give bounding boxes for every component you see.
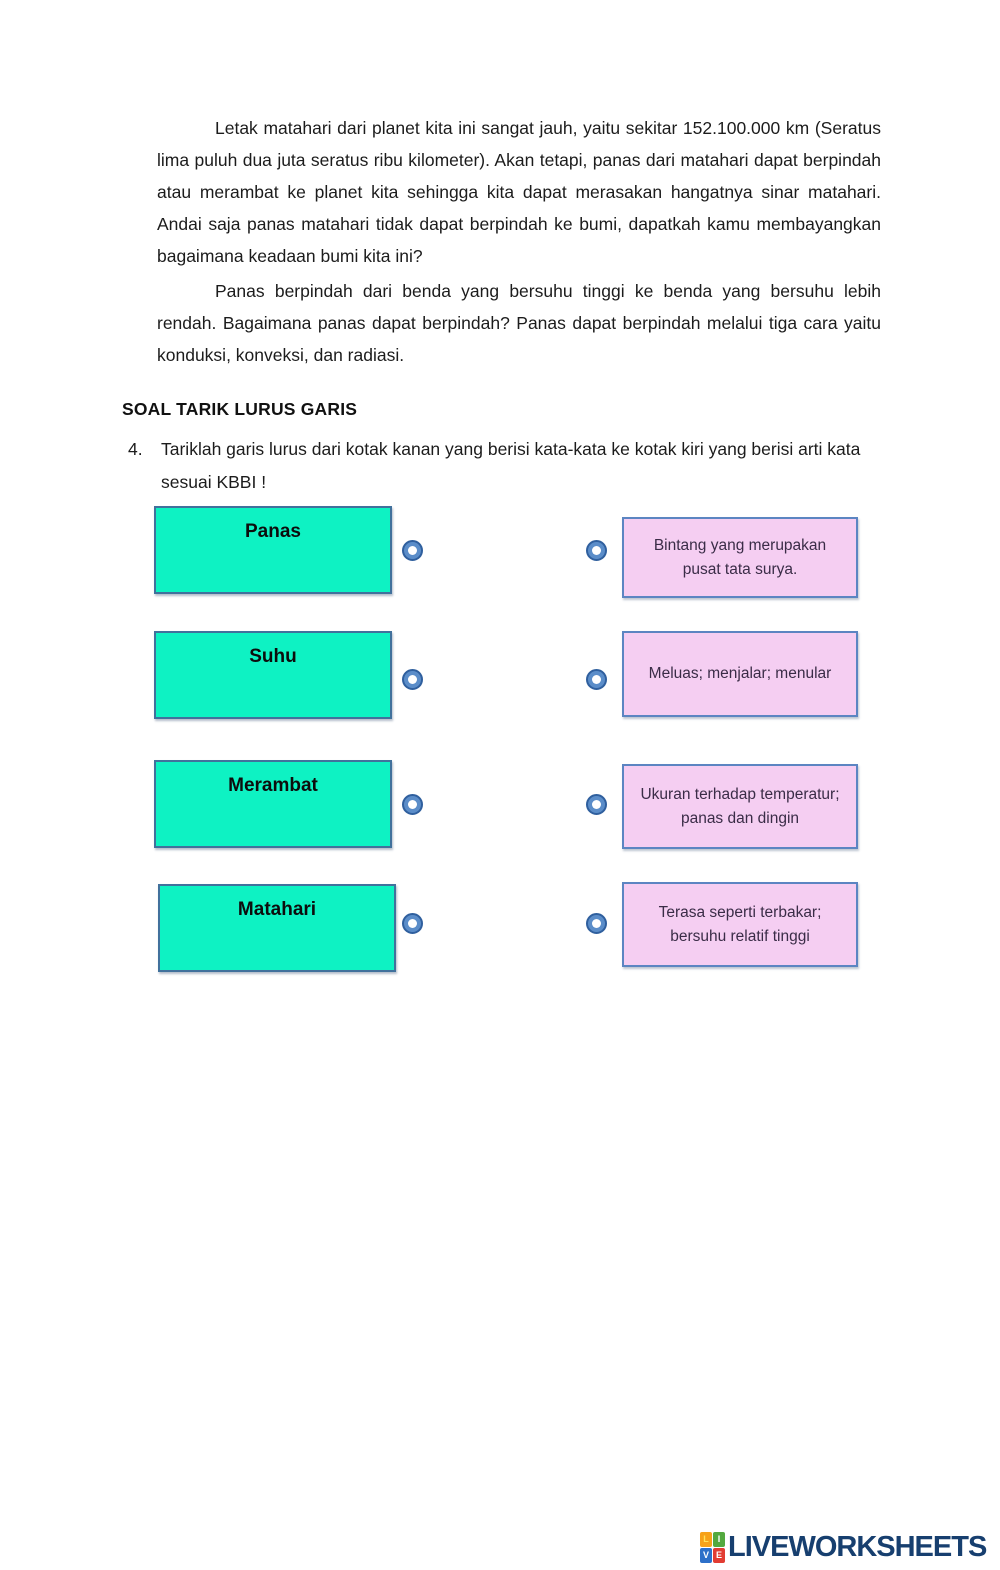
definition-label: Ukuran terhadap temperatur; panas dan di… xyxy=(640,785,840,827)
term-box-suhu: Suhu xyxy=(154,631,392,719)
connector-dot-left-3[interactable] xyxy=(402,794,423,815)
question-4: 4. Tariklah garis lurus dari kotak kanan… xyxy=(128,433,876,499)
term-box-matahari: Matahari xyxy=(158,884,396,972)
term-label: Panas xyxy=(245,521,301,542)
connector-dot-left-2[interactable] xyxy=(402,669,423,690)
logo-tile-v: V xyxy=(700,1547,712,1563)
definition-box-3: Ukuran terhadap temperatur; panas dan di… xyxy=(622,764,858,849)
definition-box-1: Bintang yang merupakan pusat tata surya. xyxy=(622,517,858,598)
term-label: Matahari xyxy=(237,899,317,920)
liveworksheets-logo[interactable]: L I V E LIVEWORKSHEETS xyxy=(700,1528,987,1566)
term-label: Merambat xyxy=(228,775,318,796)
definition-box-2: Meluas; menjalar; menular xyxy=(622,631,858,717)
logo-tile-i: I xyxy=(713,1531,725,1547)
logo-tile-e: E xyxy=(713,1547,725,1563)
connector-dot-right-2[interactable] xyxy=(586,669,607,690)
section-heading: SOAL TARIK LURUS GARIS xyxy=(122,399,358,419)
question-text: Tariklah garis lurus dari kotak kanan ya… xyxy=(161,439,861,492)
intro-text: Letak matahari dari planet kita ini sang… xyxy=(157,112,881,371)
liveworksheets-icon: L I V E xyxy=(700,1531,725,1563)
paragraph-2: Panas berpindah dari benda yang bersuhu … xyxy=(157,281,881,365)
connector-dot-right-1[interactable] xyxy=(586,540,607,561)
connector-dot-right-4[interactable] xyxy=(586,913,607,934)
term-box-merambat: Merambat xyxy=(154,760,392,848)
connector-dot-right-3[interactable] xyxy=(586,794,607,815)
definition-label: Meluas; menjalar; menular xyxy=(648,665,832,682)
definition-label: Bintang yang merupakan pusat tata surya. xyxy=(653,536,827,578)
logo-wordmark: LIVEWORKSHEETS xyxy=(728,1530,987,1563)
definition-box-4: Terasa seperti terbakar; bersuhu relatif… xyxy=(622,882,858,967)
question-number: 4. xyxy=(128,439,143,459)
paragraph-1: Letak matahari dari planet kita ini sang… xyxy=(157,118,881,266)
term-box-panas: Panas xyxy=(154,506,392,594)
connector-dot-left-1[interactable] xyxy=(402,540,423,561)
logo-tile-l: L xyxy=(700,1531,712,1547)
connector-dot-left-4[interactable] xyxy=(402,913,423,934)
term-label: Suhu xyxy=(249,646,297,667)
definition-label: Terasa seperti terbakar; bersuhu relatif… xyxy=(658,903,822,945)
